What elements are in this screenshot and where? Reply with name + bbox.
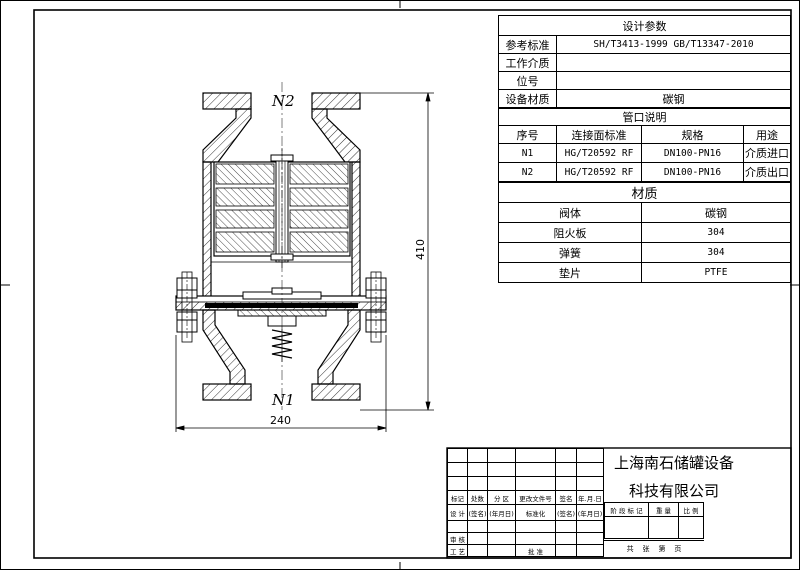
top-flange-left <box>202 92 252 110</box>
material-part: 垫片 <box>498 262 642 283</box>
nozzle-table: 管口说明 序号 连接面标准 规格 用途 N1 HG/T20592 RF DN10… <box>498 108 791 182</box>
dimension-height <box>360 92 434 411</box>
material-table-title: 材质 <box>498 182 791 203</box>
rev-header: 更改文件号 <box>515 490 556 505</box>
nozzle-table-title: 管口说明 <box>498 108 791 126</box>
label-n2: N2 <box>271 92 295 110</box>
nozzle-cell: DN100-PN16 <box>641 162 744 182</box>
nozzle-cell: 介质出口 <box>743 162 791 182</box>
bolt-assembly-right <box>365 271 387 343</box>
rev-header: 标记 <box>447 490 468 505</box>
dimension-width <box>175 335 387 432</box>
rev-header: 年.月.日 <box>576 490 604 505</box>
dim-height-text: 410 <box>414 239 427 260</box>
upper-cone-right <box>311 108 361 163</box>
approve-label: 批 准 <box>515 544 556 557</box>
nozzle-cell: N1 <box>498 143 557 163</box>
rev-header: 签名 <box>555 490 577 505</box>
nozzle-cell: 介质进口 <box>743 143 791 163</box>
stage-header: 比 例 <box>678 502 704 517</box>
design-label: 参考标准 <box>498 35 557 54</box>
lower-cone-right <box>317 309 361 385</box>
stage-header: 重 量 <box>648 502 679 517</box>
nozzle-header: 连接面标准 <box>556 125 642 144</box>
company-name-line2: 科技有限公司 <box>628 482 719 500</box>
material-part: 阻火板 <box>498 222 642 243</box>
design-row-cell: (年月日) <box>576 504 604 521</box>
top-flange-right <box>311 92 361 110</box>
gasket <box>205 303 358 308</box>
material-part: 阀体 <box>498 202 642 223</box>
nozzle-cell: HG/T20592 RF <box>556 162 642 182</box>
design-value: 碳钢 <box>556 89 791 108</box>
design-row-cell: (签名) <box>555 504 577 521</box>
dim-width-text: 240 <box>270 414 291 427</box>
design-value <box>556 71 791 90</box>
design-label: 设备材质 <box>498 89 557 108</box>
upper-cone-left <box>202 108 252 163</box>
body-wall-right <box>351 161 361 298</box>
design-label: 位号 <box>498 71 557 90</box>
stage-table: 阶 段 标 记 重 量 比 例 <box>604 502 704 539</box>
label-n1: N1 <box>271 391 295 409</box>
material-part: 弹簧 <box>498 242 642 263</box>
nozzle-cell: DN100-PN16 <box>641 143 744 163</box>
process-label: 工 艺 <box>447 544 468 557</box>
design-label: 工作介质 <box>498 53 557 72</box>
bottom-flange-left <box>202 383 252 401</box>
company-name-line1: 上海南石储罐设备 <box>613 454 734 472</box>
design-row-cell: (年月日) <box>487 504 516 521</box>
design-value: SH/T3413-1999 GB/T13347-2010 <box>556 35 791 54</box>
rev-header: 分 区 <box>487 490 516 505</box>
design-row-cell: 标准化 <box>515 504 556 521</box>
lower-cone-left <box>202 309 246 385</box>
material-value: 碳钢 <box>641 202 791 223</box>
nozzle-cell: HG/T20592 RF <box>556 143 642 163</box>
design-value <box>556 53 791 72</box>
inner-frame <box>33 9 792 559</box>
nozzle-header: 用途 <box>743 125 791 144</box>
review-label: 审 核 <box>447 532 468 545</box>
stage-header: 阶 段 标 记 <box>604 502 649 517</box>
material-value: 304 <box>641 242 791 263</box>
revision-table: 标记 处数 分 区 更改文件号 签名 年.月.日 设 计 (签名) (年月日) … <box>447 448 604 557</box>
bottom-flange-right <box>311 383 361 401</box>
nozzle-cell: N2 <box>498 162 557 182</box>
nozzle-header: 规格 <box>641 125 744 144</box>
material-value: 304 <box>641 222 791 243</box>
bolt-assembly-left <box>176 271 198 343</box>
rev-header: 处数 <box>467 490 488 505</box>
flame-arrester-valve <box>175 82 387 410</box>
design-row-cell: (签名) <box>467 504 488 521</box>
body-wall-left <box>202 161 212 298</box>
material-value: PTFE <box>641 262 791 283</box>
nozzle-header: 序号 <box>498 125 557 144</box>
design-table-title: 设计参数 <box>498 15 791 36</box>
design-row-cell: 设 计 <box>447 504 468 521</box>
sheet-count: 共 张 第 页 <box>604 540 704 557</box>
